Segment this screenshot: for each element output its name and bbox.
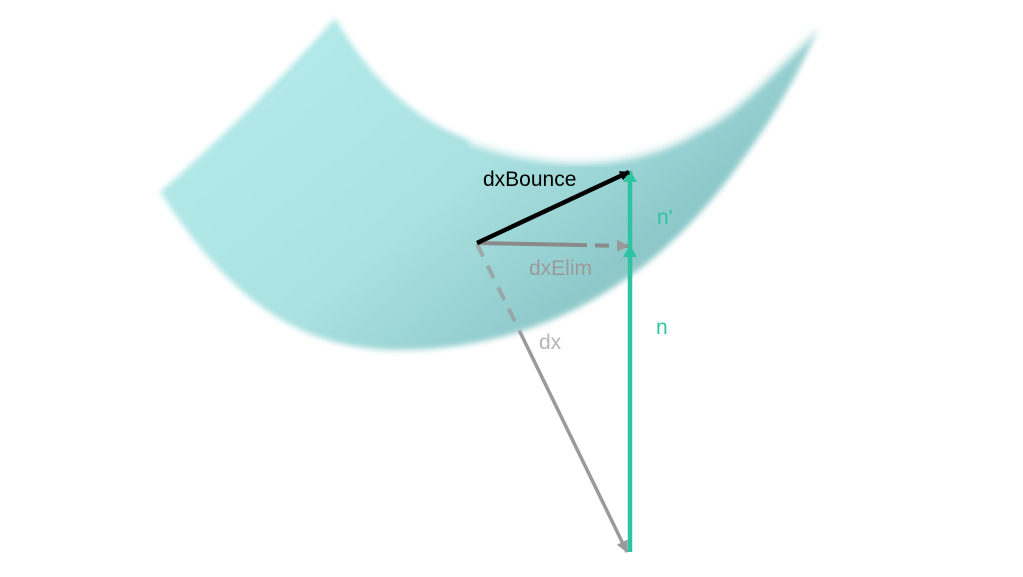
n-prime-label: n' (657, 206, 673, 229)
dx-elim-vector (476, 239, 629, 252)
dx-bounce-label: dxBounce (483, 168, 576, 191)
dx-bounce-vector (476, 169, 630, 246)
dx-elim-label: dxElim (529, 257, 592, 280)
dx-label: dx (539, 331, 562, 354)
dx-vector (518, 331, 629, 553)
dx-vector-dashed (475, 243, 522, 333)
curved-surface (160, 18, 822, 351)
n-label: n (656, 316, 668, 339)
